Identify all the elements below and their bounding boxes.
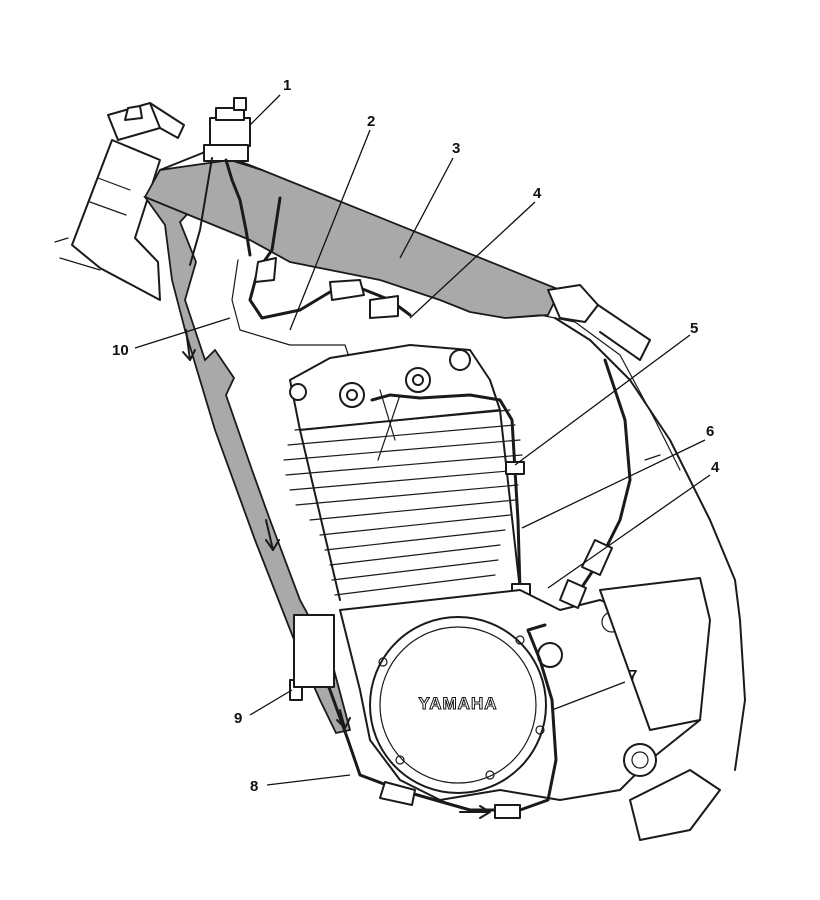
callout-label: 7 — [629, 667, 637, 684]
brand-mark: YAMAHA — [418, 694, 497, 713]
callout-label: 4 — [533, 185, 542, 202]
callout-label: 4 — [711, 459, 720, 476]
oil-tank-cap — [189, 97, 252, 266]
callout-label: 6 — [706, 423, 714, 440]
callout-label: 5 — [690, 320, 698, 337]
callout-label: 8 — [250, 778, 258, 795]
callout-label: 10 — [112, 342, 129, 359]
callout-label: 9 — [234, 710, 242, 727]
breather-hose-right — [559, 358, 661, 609]
callout-label: 3 — [452, 140, 460, 157]
steering-head — [54, 102, 185, 301]
oil-return-hose — [231, 196, 412, 361]
oil-feed-hose — [289, 614, 558, 819]
cylinder-head — [289, 344, 501, 461]
callout-labels: 1 2 3 4 10 5 6 4 7 9 8 — [112, 77, 720, 795]
callout-label: 2 — [367, 113, 375, 130]
callout-leaders — [134, 94, 711, 786]
callout-label: 1 — [283, 77, 291, 94]
crankcase: YAMAHA — [339, 577, 721, 841]
cylinder-fins — [283, 409, 523, 601]
